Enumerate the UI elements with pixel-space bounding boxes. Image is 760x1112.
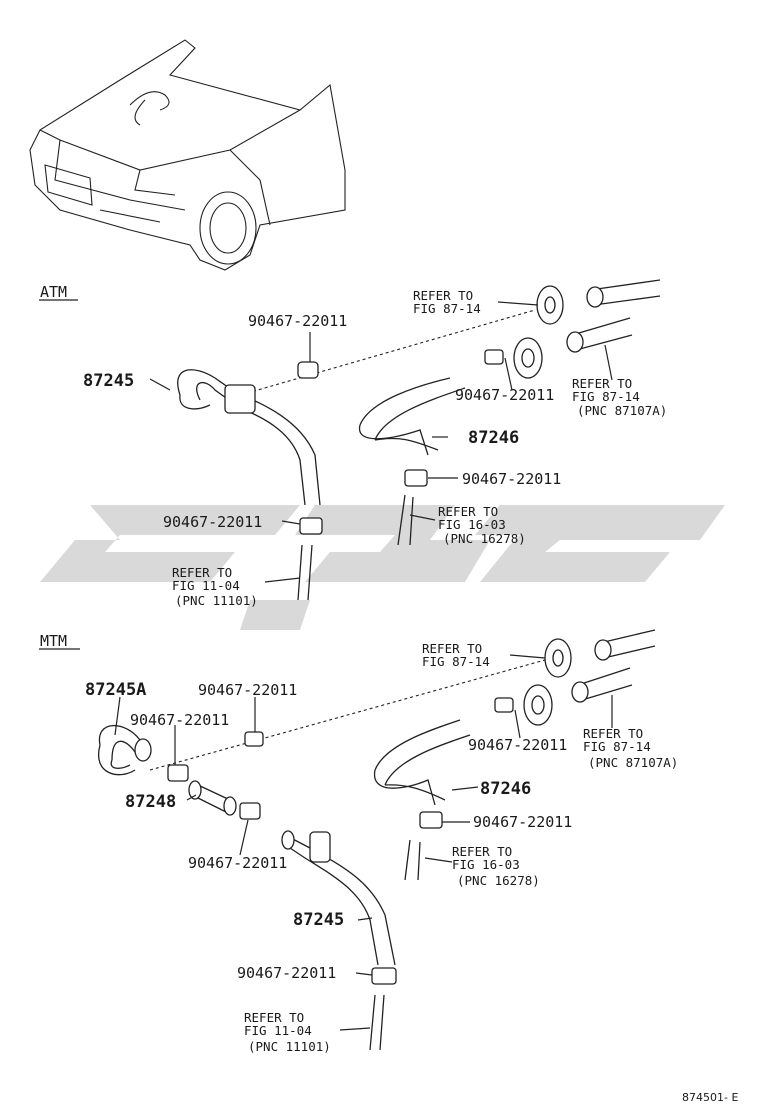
svg-text:FIG 16-03: FIG 16-03 — [452, 857, 520, 872]
svg-text:FIG 16-03: FIG 16-03 — [438, 517, 506, 532]
mtm-label-clamp-mid-right: 90467-22011 — [473, 813, 572, 831]
atm-label-clamp-lower: 90467-22011 — [163, 513, 262, 531]
mtm-refer-right: REFER TO FIG 87-14 (PNC 87107A) — [583, 726, 678, 770]
svg-text:REFER TO: REFER TO — [438, 504, 498, 519]
section-mtm: MTM — [40, 632, 67, 650]
mtm-refer-bottom: REFER TO FIG 11-04 (PNC 11101) — [244, 1010, 331, 1054]
svg-text:REFER TO: REFER TO — [583, 726, 643, 741]
atm-assembly — [149, 279, 661, 601]
mtm-refer-top: REFER TO FIG 87-14 — [422, 641, 490, 669]
atm-label-clamp-mid-right: 90467-22011 — [462, 470, 561, 488]
svg-text:(PNC 11101): (PNC 11101) — [248, 1039, 331, 1054]
svg-text:REFER TO: REFER TO — [413, 288, 473, 303]
mtm-label-87246: 87246 — [480, 779, 531, 799]
mtm-label-clamp-top: 90467-22011 — [198, 681, 297, 699]
svg-text:(PNC 87107A): (PNC 87107A) — [588, 755, 678, 770]
atm-refer-mid: REFER TO FIG 16-03 (PNC 16278) — [438, 504, 526, 546]
svg-text:REFER TO: REFER TO — [172, 565, 232, 580]
svg-text:FIG 11-04: FIG 11-04 — [244, 1023, 312, 1038]
svg-text:FIG 87-14: FIG 87-14 — [422, 654, 490, 669]
atm-label-87246: 87246 — [468, 428, 519, 448]
svg-text:(PNC 16278): (PNC 16278) — [443, 531, 526, 546]
svg-text:FIG 87-14: FIG 87-14 — [572, 389, 640, 404]
svg-text:(PNC 87107A): (PNC 87107A) — [577, 403, 667, 418]
mtm-label-87245: 87245 — [293, 910, 344, 930]
watermark-logo — [40, 505, 725, 630]
atm-label-clamp-top: 90467-22011 — [248, 312, 347, 330]
mtm-label-87248: 87248 — [125, 792, 176, 812]
svg-text:REFER TO: REFER TO — [572, 376, 632, 391]
atm-refer-right: REFER TO FIG 87-14 (PNC 87107A) — [572, 376, 667, 418]
svg-text:(PNC 11101): (PNC 11101) — [175, 593, 258, 608]
atm-label-87245: 87245 — [83, 371, 134, 391]
svg-text:FIG 11-04: FIG 11-04 — [172, 578, 240, 593]
atm-refer-top: REFER TO FIG 87-14 — [413, 288, 481, 316]
mtm-label-clamp-right: 90467-22011 — [468, 736, 567, 754]
mtm-refer-mid: REFER TO FIG 16-03 (PNC 16278) — [452, 844, 540, 888]
svg-text:FIG 87-14: FIG 87-14 — [413, 301, 481, 316]
svg-text:REFER TO: REFER TO — [452, 844, 512, 859]
svg-text:FIG 87-14: FIG 87-14 — [583, 739, 651, 754]
svg-text:(PNC 16278): (PNC 16278) — [457, 873, 540, 888]
figure-id: 874501- E — [682, 1091, 738, 1104]
mtm-label-clamp-lower: 90467-22011 — [237, 964, 336, 982]
mtm-label-clamp-pipe: 90467-22011 — [188, 854, 287, 872]
svg-text:REFER TO: REFER TO — [422, 641, 482, 656]
section-atm: ATM — [40, 283, 67, 301]
mtm-label-clamp-left: 90467-22011 — [130, 711, 229, 729]
svg-text:REFER TO: REFER TO — [244, 1010, 304, 1025]
mtm-label-87245a: 87245A — [85, 680, 146, 700]
car-illustration — [29, 39, 346, 271]
atm-refer-bottom: REFER TO FIG 11-04 (PNC 11101) — [172, 565, 258, 608]
mtm-assembly — [97, 629, 656, 1051]
atm-label-clamp-right: 90467-22011 — [455, 386, 554, 404]
